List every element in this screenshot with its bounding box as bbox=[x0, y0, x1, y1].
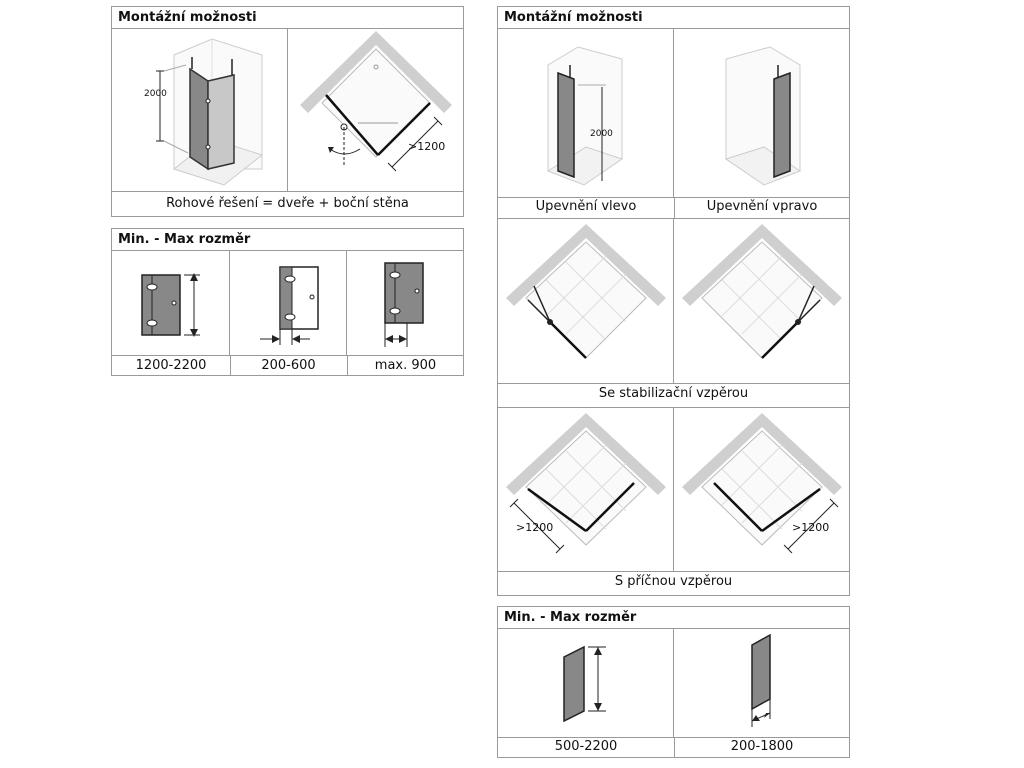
panel-fixed-left-icon bbox=[546, 46, 624, 186]
panel-width-range-label: 200-1800 bbox=[730, 739, 794, 754]
stab-right-figure bbox=[674, 218, 850, 383]
cross-right-dim-label: >1200 bbox=[792, 521, 830, 534]
fix-right-label: Upevnění vpravo bbox=[706, 199, 818, 214]
pricna-left-figure: >1200 bbox=[498, 407, 674, 571]
stab-brace-right-icon bbox=[682, 224, 842, 359]
divider bbox=[498, 737, 849, 738]
panel-height-figure bbox=[498, 629, 674, 737]
fix-right-figure bbox=[674, 29, 850, 197]
panel-fixed-right-icon bbox=[724, 46, 802, 186]
cross-brace-right-icon bbox=[682, 413, 842, 554]
panel-height-range-label: 500-2200 bbox=[554, 739, 618, 754]
divider bbox=[498, 197, 849, 198]
fix-left-label: Upevnění vlevo bbox=[535, 199, 637, 214]
right-montaz-panel: Montážní možnosti 2000 Upevnění vlevo Up… bbox=[497, 6, 850, 596]
panel-width-figure bbox=[674, 629, 850, 737]
pricna-right-figure: >1200 bbox=[674, 407, 850, 571]
range-width-label: 200-600 bbox=[261, 358, 316, 373]
corner-caption: Rohové řešení = dveře + boční stěna bbox=[166, 196, 409, 211]
height-dim-label: 2000 bbox=[590, 129, 613, 139]
right-montaz-title: Montážní možnosti bbox=[498, 7, 849, 29]
right-minmax-panel: Min. - Max rozměr 500-2200 200-1800 bbox=[497, 606, 850, 758]
pricna-caption: S příčnou vzpěrou bbox=[614, 574, 733, 589]
door-width-icon bbox=[260, 266, 319, 345]
corner-enclosure-plan-figure: >1200 bbox=[288, 29, 464, 191]
height-dim-label: 2000 bbox=[144, 89, 167, 99]
left-montaz-panel: Montážní možnosti 2000 bbox=[111, 6, 464, 217]
corner-plan-icon bbox=[300, 31, 452, 172]
corner-enclosure-3d-figure: 2000 bbox=[112, 29, 288, 191]
left-montaz-title: Montážní možnosti bbox=[112, 7, 463, 29]
width-dim-label: >1200 bbox=[408, 140, 446, 153]
max-width-figure bbox=[347, 251, 464, 355]
divider bbox=[112, 191, 463, 192]
max-width-label: max. 900 bbox=[374, 358, 437, 373]
range-height-label: 1200-2200 bbox=[135, 358, 207, 373]
corner-enclosure-3d-icon bbox=[156, 38, 264, 186]
fix-left-figure: 2000 bbox=[498, 29, 674, 197]
right-minmax-title: Min. - Max rozměr bbox=[498, 607, 849, 629]
divider bbox=[112, 355, 463, 356]
stab-caption: Se stabilizační vzpěrou bbox=[598, 386, 749, 401]
divider bbox=[498, 571, 849, 572]
width-range-figure bbox=[230, 251, 347, 355]
stab-brace-left-icon bbox=[506, 224, 666, 359]
stab-left-figure bbox=[498, 218, 674, 383]
panel-height-icon bbox=[563, 645, 606, 723]
cross-left-dim-label: >1200 bbox=[516, 521, 554, 534]
panel-width-icon bbox=[751, 633, 771, 727]
cross-brace-left-icon bbox=[506, 413, 666, 554]
left-minmax-title: Min. - Max rozměr bbox=[112, 229, 463, 251]
door-height-icon bbox=[141, 273, 200, 337]
height-range-figure bbox=[112, 251, 230, 355]
left-minmax-panel: Min. - Max rozměr bbox=[111, 228, 464, 376]
door-max-width-icon bbox=[384, 262, 424, 347]
divider bbox=[498, 383, 849, 384]
